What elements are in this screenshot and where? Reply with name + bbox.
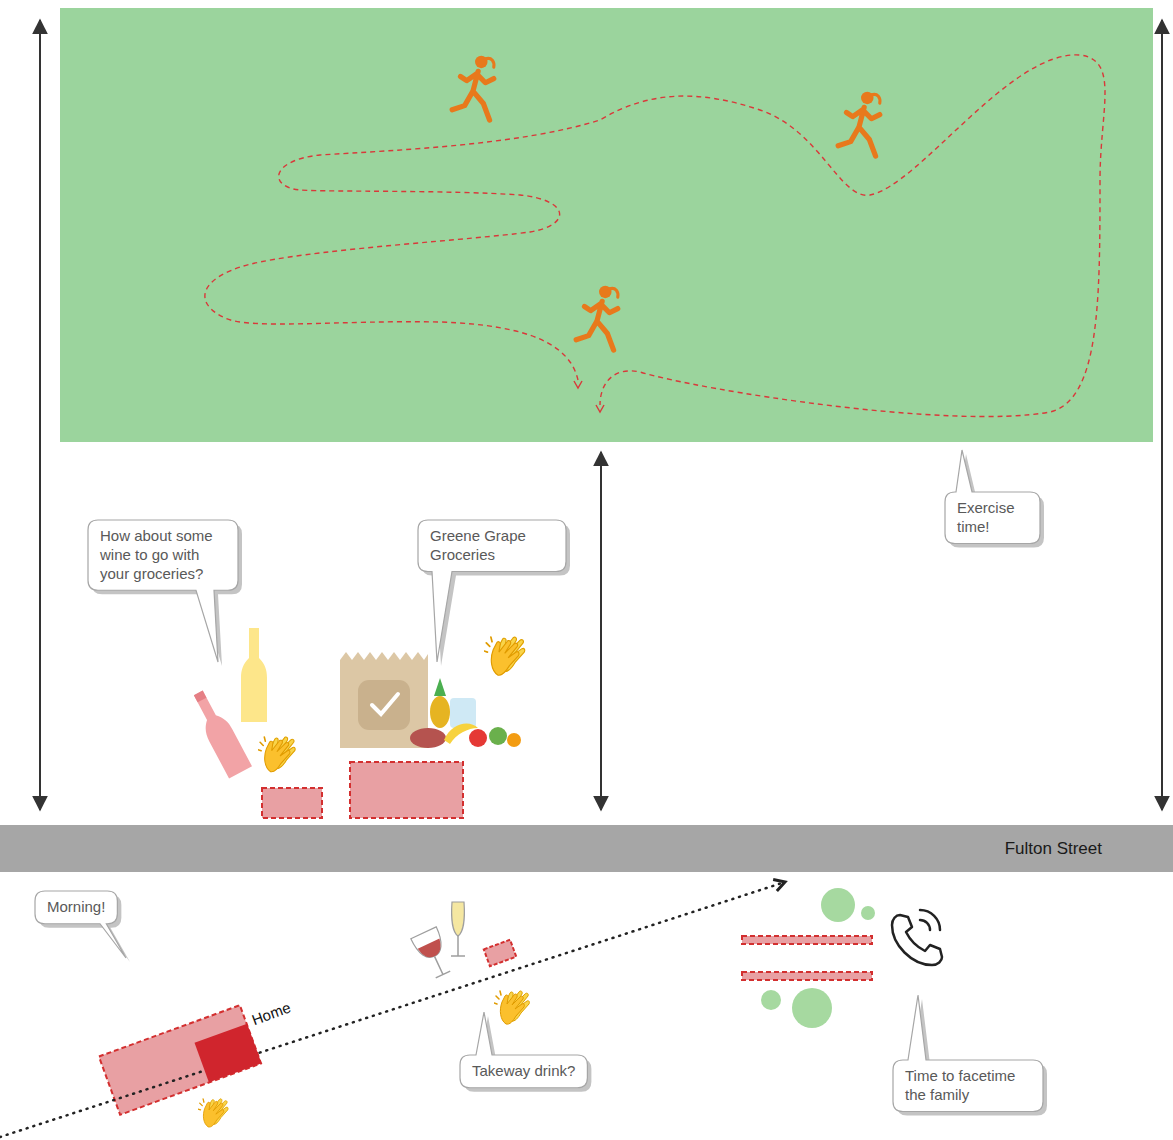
bench xyxy=(742,936,872,944)
wine-bottle xyxy=(241,628,267,722)
route-arrow-head xyxy=(596,405,604,412)
fish-pack xyxy=(450,698,476,728)
vegetable xyxy=(489,727,507,745)
wine-bottle-body xyxy=(187,687,252,779)
clap-hand-icon xyxy=(198,1099,228,1127)
champagne-flute xyxy=(452,902,465,936)
bench xyxy=(742,972,872,980)
phone-signal xyxy=(920,910,940,930)
clap-hand-icon xyxy=(494,991,529,1024)
tree xyxy=(761,990,781,1010)
glass-stem xyxy=(427,953,450,978)
runner-figure xyxy=(576,286,618,350)
node-text: Exercise time! xyxy=(957,499,1028,537)
node-text: Time to facetime the family xyxy=(905,1067,1031,1105)
shop-footprint xyxy=(262,788,322,818)
wine-glass xyxy=(411,927,456,981)
speech-bubble: Takeway drink? xyxy=(460,1055,587,1088)
shop-footprint xyxy=(350,762,463,818)
speech-bubble: Morning! xyxy=(35,891,117,924)
check-mark xyxy=(372,694,398,714)
node-text: Takeway drink? xyxy=(472,1062,575,1081)
tree xyxy=(861,906,875,920)
street-band: Fulton Street xyxy=(0,825,1173,872)
tree xyxy=(792,988,832,1028)
dimension-arrow xyxy=(1161,20,1163,810)
park-area xyxy=(60,8,1153,442)
pineapple-leaves xyxy=(434,678,446,696)
bubble-border xyxy=(945,450,1040,544)
glass-bowl xyxy=(411,927,447,962)
tree xyxy=(821,888,855,922)
meat xyxy=(410,728,446,748)
bar-footprint xyxy=(484,940,516,966)
bubble-border xyxy=(35,891,126,958)
bubble-border xyxy=(460,1012,587,1088)
dimension-arrow xyxy=(39,20,41,810)
node-text: Home xyxy=(249,993,307,1028)
speech-bubble: Time to facetime the family xyxy=(893,1060,1043,1112)
wine-bottle-cap xyxy=(194,691,207,703)
speech-bubble: Greene Grape Groceries xyxy=(418,520,566,572)
tomato xyxy=(469,729,487,747)
speech-bubble: Exercise time! xyxy=(945,492,1040,544)
phone-icon xyxy=(892,915,942,965)
red-wine xyxy=(418,939,446,962)
clap-hand-icon xyxy=(258,737,295,772)
bubble-border xyxy=(893,995,1043,1112)
node-text: Fulton Street xyxy=(0,825,1173,872)
running-route xyxy=(205,55,1105,417)
node-text: Greene Grape Groceries xyxy=(430,527,554,565)
runner-figure xyxy=(452,56,494,120)
home-plot xyxy=(99,1005,261,1115)
bubble-border xyxy=(88,520,238,662)
flute-stem xyxy=(451,936,465,956)
speech-bubble: How about some wine to go with your groc… xyxy=(88,520,238,590)
orange-fruit xyxy=(507,733,521,747)
home-marker: Home xyxy=(195,1024,262,1083)
clap-hand-icon xyxy=(484,637,525,675)
walking-route xyxy=(0,882,785,1137)
pineapple xyxy=(430,696,450,728)
dimension-arrow xyxy=(600,452,602,810)
node-text: Morning! xyxy=(47,898,105,917)
route-arrow-head xyxy=(574,381,582,388)
grocery-bag-badge xyxy=(358,680,410,730)
wine-bottle xyxy=(187,687,252,779)
runner-figure xyxy=(838,92,880,156)
node-text: How about some wine to go with your groc… xyxy=(100,527,226,583)
bubble-border xyxy=(418,520,566,662)
